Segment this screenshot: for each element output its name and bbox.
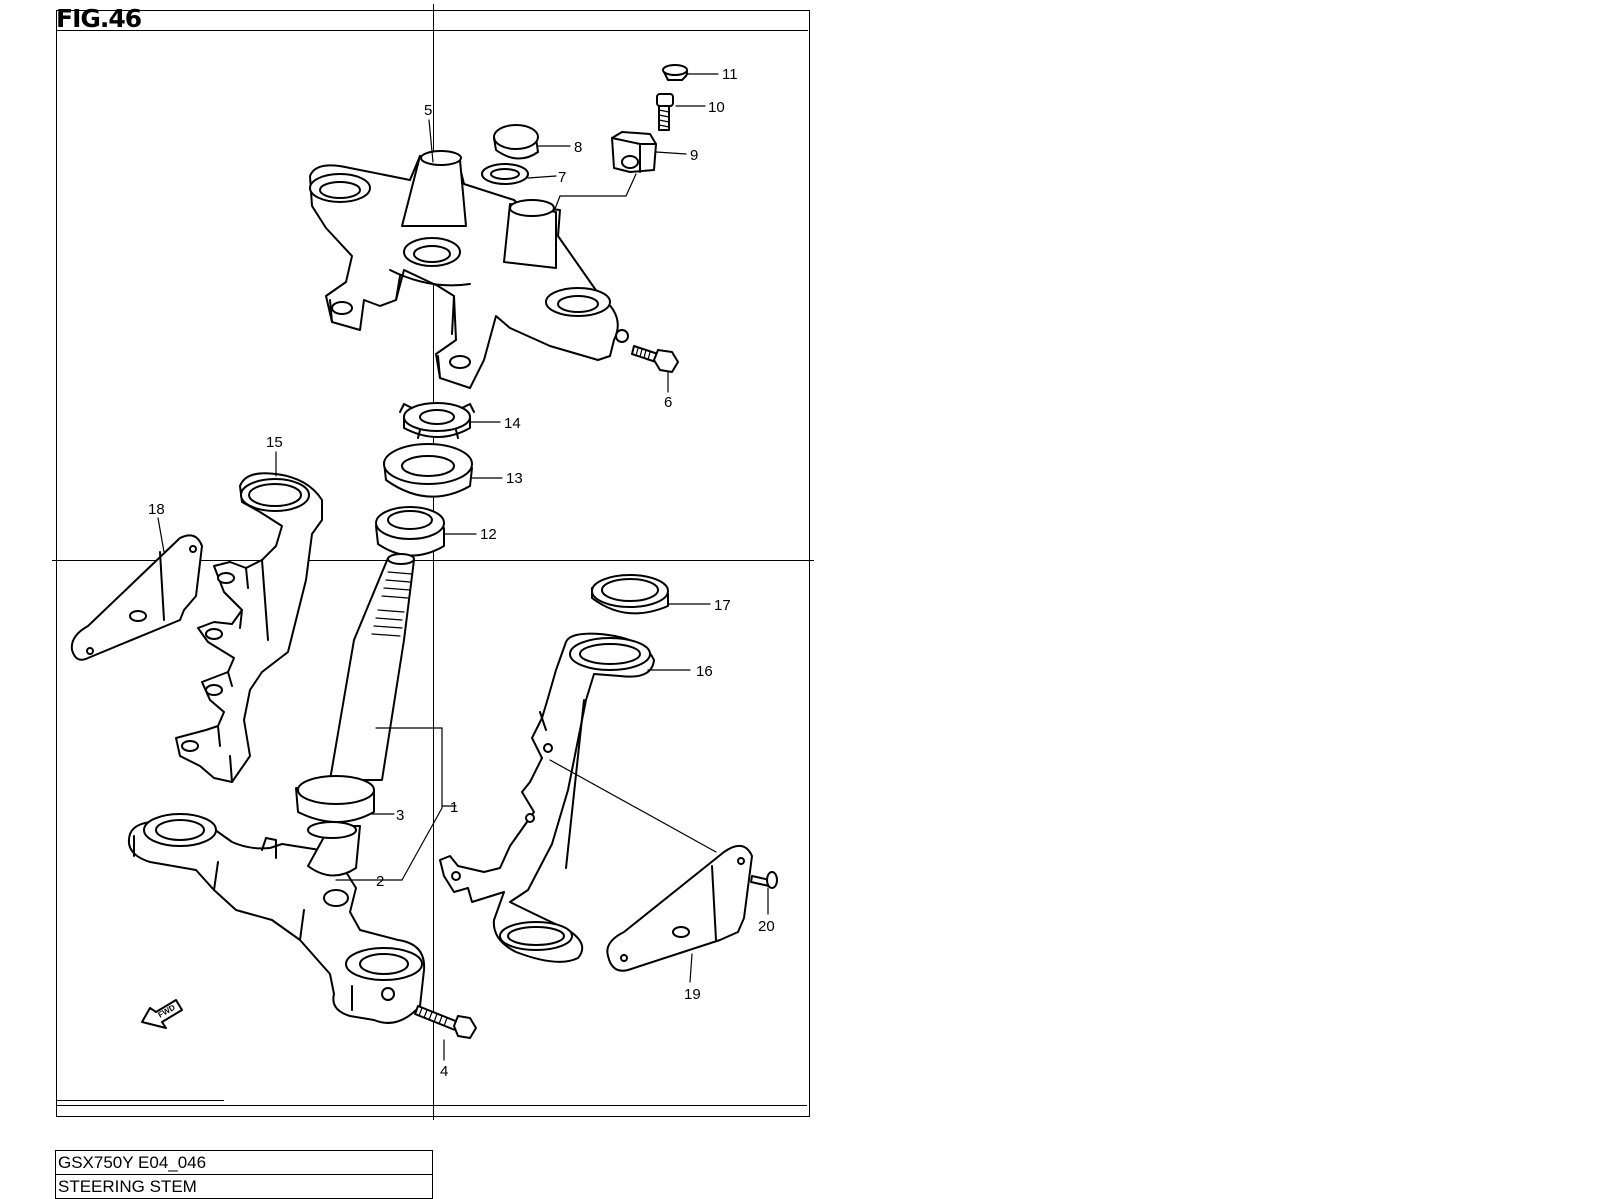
fwd-arrow-icon: FWD <box>141 999 183 1029</box>
part-11-cap <box>662 64 719 81</box>
callout-12: 12 <box>480 526 497 543</box>
callout-20: 20 <box>758 918 775 935</box>
part-10-bolt <box>656 93 706 131</box>
part-14-nut <box>399 402 501 439</box>
callout-11: 11 <box>722 66 738 83</box>
callout-19: 19 <box>684 986 701 1003</box>
crosshair-horizontal <box>52 560 814 561</box>
callout-10: 10 <box>708 99 725 116</box>
part-20-screw <box>750 871 778 915</box>
part-17-ring <box>591 574 711 615</box>
part-12-bearing <box>375 506 477 557</box>
callout-labels: 11 10 5 8 9 7 6 14 15 13 18 12 17 16 1 3… <box>148 66 775 1080</box>
part-15-left-bracket <box>175 451 323 783</box>
part-5-upper-bracket <box>309 119 629 389</box>
crosshair-vertical <box>433 4 434 1120</box>
part-7-washer <box>481 163 557 185</box>
callout-18: 18 <box>148 501 165 518</box>
footer-rule <box>57 1105 807 1106</box>
info-table: GSX750Y E04_046 STEERING STEM <box>55 1150 433 1199</box>
callout-14: 14 <box>504 415 521 432</box>
footer-short-rule <box>57 1100 224 1101</box>
part-4-bolt <box>414 1005 477 1061</box>
part-9-holder <box>549 131 687 223</box>
callout-6: 6 <box>664 394 672 411</box>
callout-7: 7 <box>558 169 566 186</box>
callout-16: 16 <box>696 663 713 680</box>
figure-title: FIG.46 <box>56 4 142 33</box>
part-6-bolt <box>631 345 679 393</box>
callout-5: 5 <box>424 102 432 119</box>
part-8-cap-nut <box>493 124 571 160</box>
callout-9: 9 <box>690 147 698 164</box>
callout-15: 15 <box>266 434 283 451</box>
info-row-description: STEERING STEM <box>55 1174 433 1199</box>
part-18-left-plate <box>70 517 203 661</box>
callout-3: 3 <box>396 807 404 824</box>
callout-2: 2 <box>376 873 384 890</box>
part-19-right-plate <box>549 759 753 983</box>
model-code: GSX750Y E04_046 <box>55 1150 433 1175</box>
part-description: STEERING STEM <box>55 1174 433 1199</box>
part-16-right-bracket <box>439 632 691 963</box>
info-row-model: GSX750Y E04_046 <box>55 1150 433 1175</box>
frame-top-rule <box>56 30 808 31</box>
callout-13: 13 <box>506 470 523 487</box>
callout-8: 8 <box>574 139 582 156</box>
callout-4: 4 <box>440 1063 448 1080</box>
callout-1: 1 <box>450 799 458 816</box>
callout-17: 17 <box>714 597 731 614</box>
part-13-dust-seal <box>383 443 503 498</box>
part-1-steering-stem <box>128 553 457 1024</box>
